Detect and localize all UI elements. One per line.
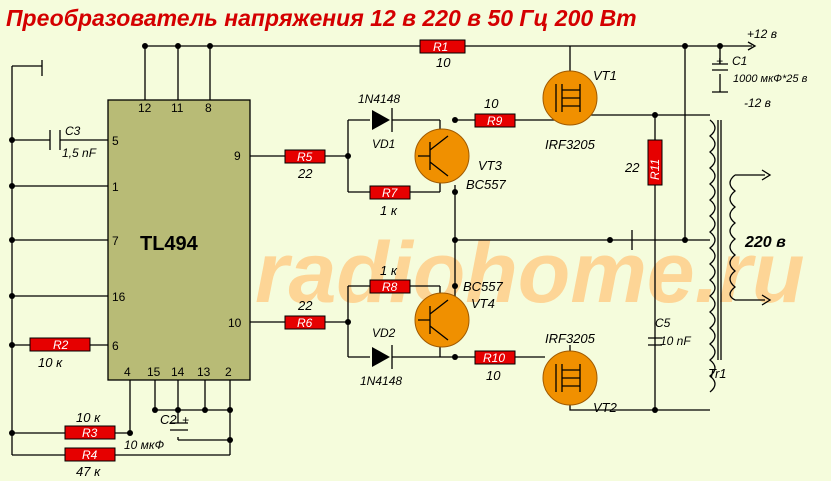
- svg-text:10: 10: [436, 55, 451, 70]
- svg-text:C1: C1: [732, 54, 747, 68]
- svg-text:R8: R8: [382, 280, 398, 294]
- supply-minus-label: -12 в: [744, 96, 771, 110]
- watermark: radiohome.ru: [255, 225, 805, 321]
- transformer-label: Tr1: [708, 366, 727, 381]
- capacitor-c5: C5 10 nF: [648, 316, 691, 348]
- supply-plus-label: +12 в: [747, 27, 777, 41]
- transistor-vt3: VT3 BC557: [414, 128, 507, 192]
- svg-text:R5: R5: [297, 150, 313, 164]
- svg-text:47 к: 47 к: [76, 464, 101, 479]
- svg-text:R3: R3: [82, 426, 98, 440]
- svg-text:R2: R2: [53, 338, 69, 352]
- capacitor-c3: C3 1,5 nF: [62, 124, 97, 160]
- page-title: Преобразователь напряжения 12 в 220 в 50…: [6, 5, 637, 31]
- supply-plus-arrow: [735, 41, 757, 51]
- pin-9: 9: [234, 149, 241, 163]
- svg-text:IRF3205: IRF3205: [545, 331, 596, 346]
- pin-2: 2: [225, 365, 232, 379]
- svg-text:10 к: 10 к: [76, 410, 101, 425]
- resistor-r4: R4 47 к: [64, 447, 116, 479]
- svg-text:+: +: [716, 54, 723, 68]
- svg-text:C5: C5: [655, 316, 671, 330]
- output-voltage-label: 220 в: [744, 234, 786, 251]
- svg-text:10 nF: 10 nF: [660, 334, 691, 348]
- pin-10: 10: [228, 316, 242, 330]
- resistor-r7: R7 1 к: [369, 185, 411, 218]
- svg-text:1 к: 1 к: [380, 263, 398, 278]
- ic-tl494: TL494 12 11 8 5 1 7 16 6 9 10 4 15 14 13…: [107, 99, 251, 381]
- svg-text:22: 22: [297, 298, 313, 313]
- ic-label: TL494: [140, 233, 199, 255]
- svg-text:VT4: VT4: [471, 296, 495, 311]
- resistor-r9: R9 10: [474, 96, 516, 128]
- pin-16: 16: [112, 290, 126, 304]
- transistor-vt1: VT1 IRF3205: [542, 68, 617, 152]
- capacitor-c1: C1 + 1000 мкФ*25 в: [712, 54, 808, 85]
- diode-vd1: 1N4148 VD1: [358, 92, 400, 151]
- svg-text:R9: R9: [487, 114, 503, 128]
- pin-11: 11: [171, 101, 184, 115]
- transistor-vt2: IRF3205 VT2: [542, 331, 618, 415]
- svg-text:VT3: VT3: [478, 158, 503, 173]
- svg-text:R4: R4: [82, 448, 98, 462]
- svg-text:10: 10: [484, 96, 499, 111]
- svg-text:R11: R11: [648, 159, 662, 180]
- resistor-r1: R1 10: [419, 39, 466, 70]
- diode-vd2: VD2 1N4148: [360, 326, 402, 388]
- pin-8: 8: [205, 101, 212, 115]
- svg-text:VD2: VD2: [372, 326, 396, 340]
- resistor-r6: R6 22: [284, 298, 326, 330]
- resistor-r11: R11 22: [624, 139, 663, 186]
- pin-14: 14: [171, 365, 185, 379]
- pin-15: 15: [147, 365, 161, 379]
- svg-text:R6: R6: [297, 316, 313, 330]
- pin-4: 4: [124, 365, 131, 379]
- resistor-r2: R2 10 к: [29, 337, 91, 370]
- svg-text:10 к: 10 к: [38, 355, 63, 370]
- svg-text:+: +: [182, 413, 189, 427]
- svg-text:VT1: VT1: [593, 68, 617, 83]
- resistor-r3: R3 10 к: [64, 410, 116, 440]
- svg-text:R10: R10: [483, 351, 505, 365]
- svg-text:BC557: BC557: [463, 279, 504, 294]
- svg-text:R7: R7: [382, 186, 399, 200]
- junction-dots: [9, 43, 723, 443]
- svg-text:BC557: BC557: [466, 177, 507, 192]
- pin-5: 5: [112, 134, 119, 148]
- resistor-r5: R5 22: [284, 149, 326, 181]
- svg-text:1N4148: 1N4148: [358, 92, 400, 106]
- svg-text:VD1: VD1: [372, 137, 395, 151]
- transistor-vt4: BC557 VT4: [414, 279, 504, 348]
- svg-text:C2: C2: [160, 412, 177, 427]
- svg-text:22: 22: [624, 160, 640, 175]
- capacitor-c2: C2 10 мкФ +: [124, 412, 189, 452]
- pin-7: 7: [112, 234, 119, 248]
- svg-text:IRF3205: IRF3205: [545, 137, 596, 152]
- pin-13: 13: [197, 365, 211, 379]
- svg-text:R1: R1: [433, 40, 448, 54]
- svg-text:1000 мкФ*25 в: 1000 мкФ*25 в: [733, 73, 808, 85]
- svg-text:1N4148: 1N4148: [360, 374, 402, 388]
- svg-text:C3: C3: [65, 124, 81, 138]
- svg-text:1 к: 1 к: [380, 203, 398, 218]
- svg-text:10: 10: [486, 368, 501, 383]
- resistor-r8: R8 1 к: [369, 263, 411, 294]
- svg-text:10 мкФ: 10 мкФ: [124, 438, 165, 452]
- pin-1: 1: [112, 180, 119, 194]
- pin-12: 12: [138, 101, 152, 115]
- pin-6: 6: [112, 339, 119, 353]
- svg-text:22: 22: [297, 166, 313, 181]
- svg-text:VT2: VT2: [593, 400, 618, 415]
- transformer-tr1: 220 в Tr1: [708, 119, 786, 393]
- resistor-r10: R10 10: [474, 350, 516, 383]
- svg-text:1,5 nF: 1,5 nF: [62, 146, 97, 160]
